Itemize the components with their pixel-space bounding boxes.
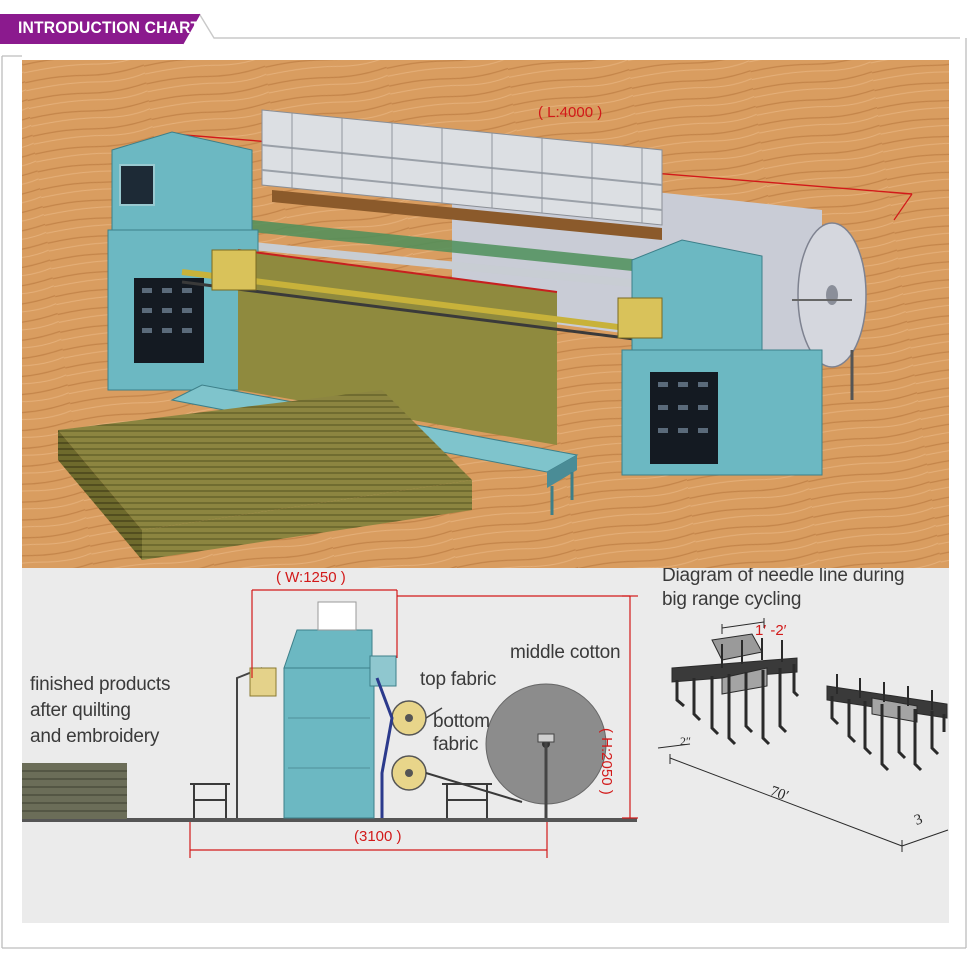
machine-side-body [249,601,397,819]
needle-gap-label: 2″ [680,734,691,748]
depth-label: (3100 ) [354,828,402,845]
fabric-rollers [375,677,443,818]
machine-3d-view: ( L:4000 ) [22,60,949,568]
machine-illustration [22,60,949,568]
width-label: ( W:1250 ) [276,569,346,586]
needle-diagram-title: Diagram of needle line during big range … [662,568,905,610]
finished-products-stack [22,763,127,819]
middle-cotton-roll [485,683,607,818]
banner-shape [0,13,960,45]
needle-assembly-left [671,633,800,746]
length-label: ( L:4000 ) [538,104,603,121]
output-table [190,783,230,818]
side-view-illustration [22,589,949,858]
height-label: ( H:2050 ) [598,728,615,795]
middle-cotton-label: middle cotton [510,642,621,663]
top-fabric-label: top fabric [420,669,497,690]
header-banner: INTRODUCTION CHART [0,0,974,60]
height-dimension [622,595,638,819]
page-title: INTRODUCTION CHART [18,18,201,37]
finished-stack [58,390,472,530]
needle-dimension-lines [657,618,949,852]
needle-gap-top-label: 1′ -2′ [755,622,787,639]
depth-dimension [189,822,548,858]
width-dimension [251,589,630,678]
side-view-panel: ( W:1250 ) ( H:2050 ) (3100 ) finished p… [22,568,949,923]
bottom-fabric-label: bottom fabric [433,711,490,755]
needle-assembly-right [826,674,948,772]
finished-products-label: finished products after quilting and emb… [30,674,171,747]
